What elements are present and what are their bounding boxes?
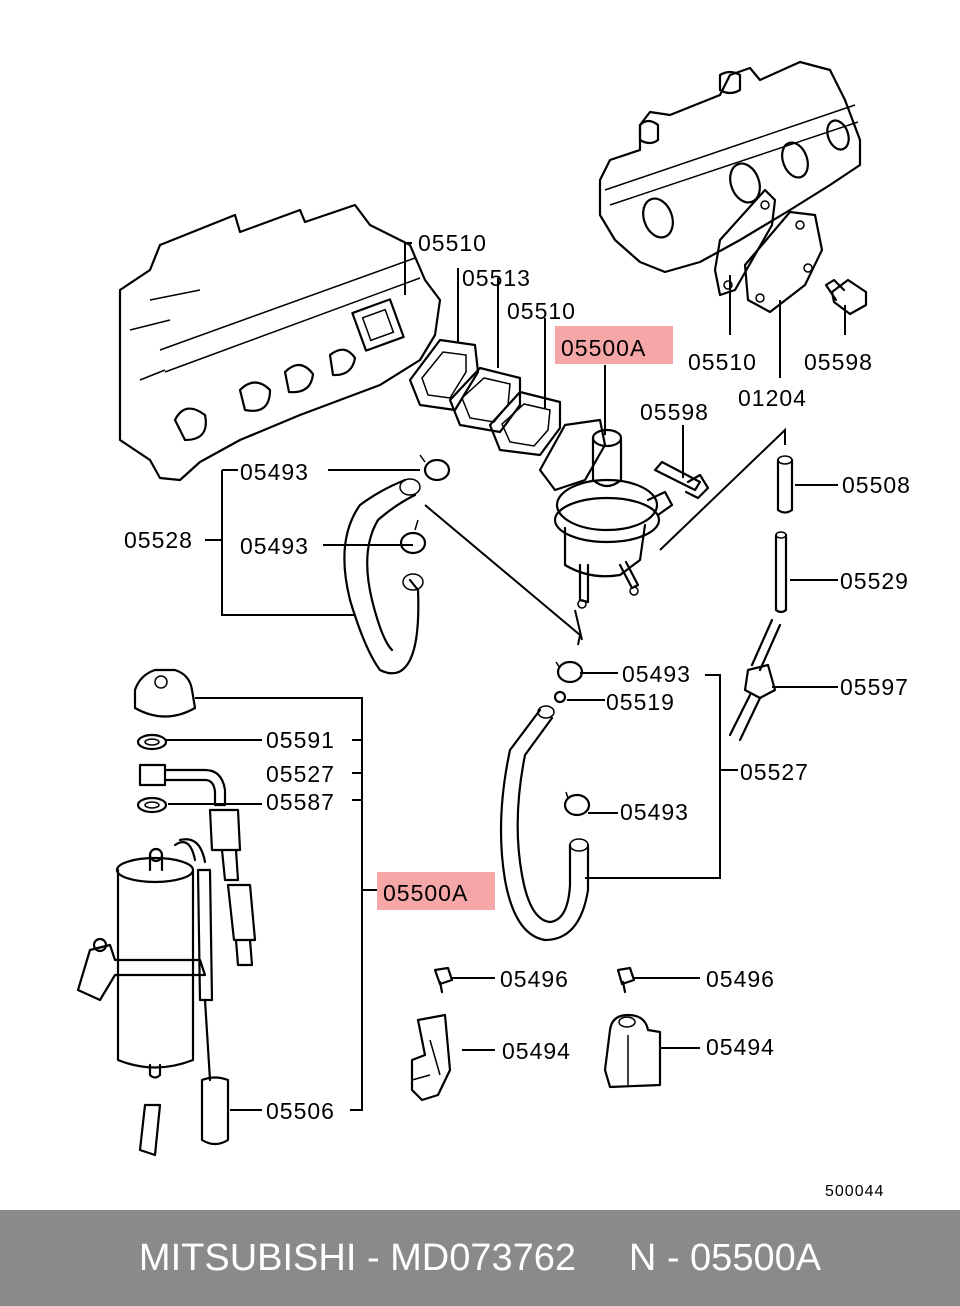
- label-05528: 05528: [124, 527, 193, 553]
- highlight-05500A-bottom: [377, 872, 495, 910]
- label-05527-left: 05527: [266, 761, 335, 787]
- label-05519: 05519: [606, 689, 675, 715]
- label-05598-right: 05598: [804, 349, 873, 375]
- leader-lines: [165, 242, 846, 1111]
- label-05496-b: 05496: [706, 966, 775, 992]
- cylinder-head-right: [598, 60, 862, 274]
- label-05500A-bottom: 05500A: [383, 880, 468, 906]
- label-05496-a: 05496: [500, 966, 569, 992]
- bolt-05598-right: [824, 278, 868, 316]
- gasket-stack: [408, 338, 562, 457]
- label-05510-b: 05510: [507, 298, 576, 324]
- label-05493-b: 05493: [240, 533, 309, 559]
- cover-plate-right: [713, 188, 824, 314]
- washer-05519: [553, 690, 567, 704]
- pipe-05508: [776, 455, 794, 514]
- bolt-05598-center: [653, 460, 710, 500]
- label-05529: 05529: [840, 568, 909, 594]
- joint-05597: [728, 618, 782, 742]
- label-05510-c: 05510: [688, 349, 757, 375]
- label-01204: 01204: [738, 385, 807, 411]
- clamp-05493-b: [399, 519, 427, 555]
- label-05591: 05591: [266, 727, 335, 753]
- label-05513: 05513: [462, 265, 531, 291]
- label-05493-a: 05493: [240, 459, 309, 485]
- label-05598-center: 05598: [640, 399, 709, 425]
- hose-05527-right: [499, 705, 590, 942]
- footer-caption: MITSUBISHI - MD073762 N - 05500A: [138, 1236, 822, 1279]
- label-05493-d: 05493: [620, 799, 689, 825]
- label-05494-b: 05494: [706, 1034, 775, 1060]
- label-05587: 05587: [266, 789, 335, 815]
- highlight-05500A-top: [555, 326, 673, 364]
- label-05500A-top: 05500A: [561, 335, 646, 361]
- reference-number: 500044: [825, 1183, 884, 1200]
- engine-block-left: [118, 203, 442, 482]
- protector-05494-b: [603, 1013, 662, 1089]
- label-05597: 05597: [840, 674, 909, 700]
- bolt-05496-a: [433, 966, 454, 994]
- clamp-05493-d: [563, 791, 591, 817]
- electric-pump-assembly: [76, 668, 257, 1157]
- parts-diagram: 05510 05513 05510 05500A 05510 05598 012…: [76, 60, 911, 1200]
- hose-05528: [343, 478, 424, 675]
- bolt-05496-b: [616, 966, 636, 994]
- label-05527-right: 05527: [740, 759, 809, 785]
- clamp-05493-c: [555, 660, 584, 684]
- label-05493-c: 05493: [622, 661, 691, 687]
- label-05508: 05508: [842, 472, 911, 498]
- clamp-05493-a: [419, 454, 451, 482]
- pipe-05529: [774, 531, 788, 614]
- label-05510-a: 05510: [418, 230, 487, 256]
- mechanical-fuel-pump: [538, 418, 674, 609]
- label-05506: 05506: [266, 1098, 335, 1124]
- footer-bar: MITSUBISHI - MD073762 N - 05500A: [0, 1210, 960, 1306]
- label-05494-a: 05494: [502, 1038, 571, 1064]
- protector-05494-a: [410, 1013, 452, 1102]
